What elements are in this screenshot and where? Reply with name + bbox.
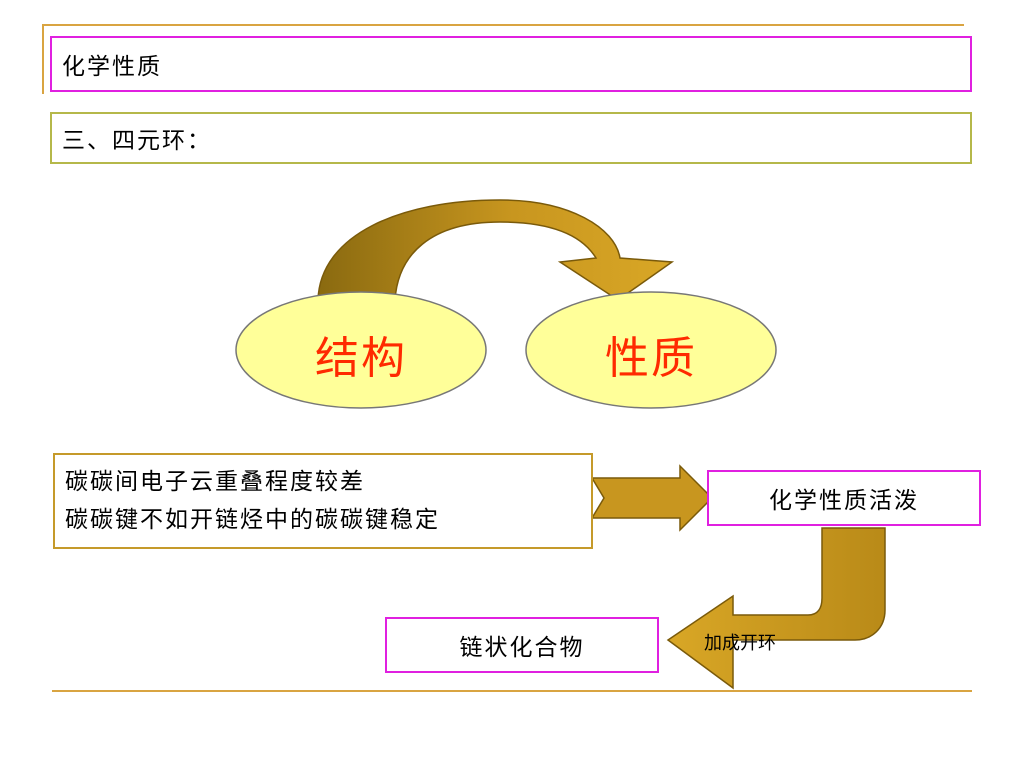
right-arrow bbox=[590, 464, 714, 532]
u-turn-arrow bbox=[666, 527, 886, 690]
bottom-rule bbox=[52, 690, 972, 692]
product-label: 链状化合物 bbox=[459, 635, 585, 661]
explanation-line-1: 碳碳间电子云重叠程度较差 bbox=[65, 469, 365, 495]
reaction-label: 加成开环 bbox=[704, 633, 776, 654]
property-ellipse bbox=[525, 291, 777, 409]
result-box: 化学性质活泼 bbox=[707, 470, 981, 526]
structure-ellipse bbox=[235, 291, 487, 409]
result-label: 化学性质活泼 bbox=[769, 488, 919, 514]
title-box: 化学性质 bbox=[50, 36, 972, 92]
property-label: 性质 bbox=[605, 333, 697, 384]
explanation-line-2: 碳碳键不如开链烃中的碳碳键稳定 bbox=[65, 507, 440, 533]
curved-arrow bbox=[317, 199, 675, 301]
section-heading-box: 三、四元环： bbox=[50, 112, 972, 164]
explanation-box: 碳碳间电子云重叠程度较差 碳碳键不如开链烃中的碳碳键稳定 bbox=[53, 453, 593, 549]
left-rule bbox=[42, 24, 44, 94]
section-heading: 三、四元环： bbox=[62, 128, 212, 154]
top-rule bbox=[42, 24, 964, 26]
structure-label: 结构 bbox=[315, 333, 407, 384]
page-title: 化学性质 bbox=[62, 54, 162, 80]
product-box: 链状化合物 bbox=[385, 617, 659, 673]
